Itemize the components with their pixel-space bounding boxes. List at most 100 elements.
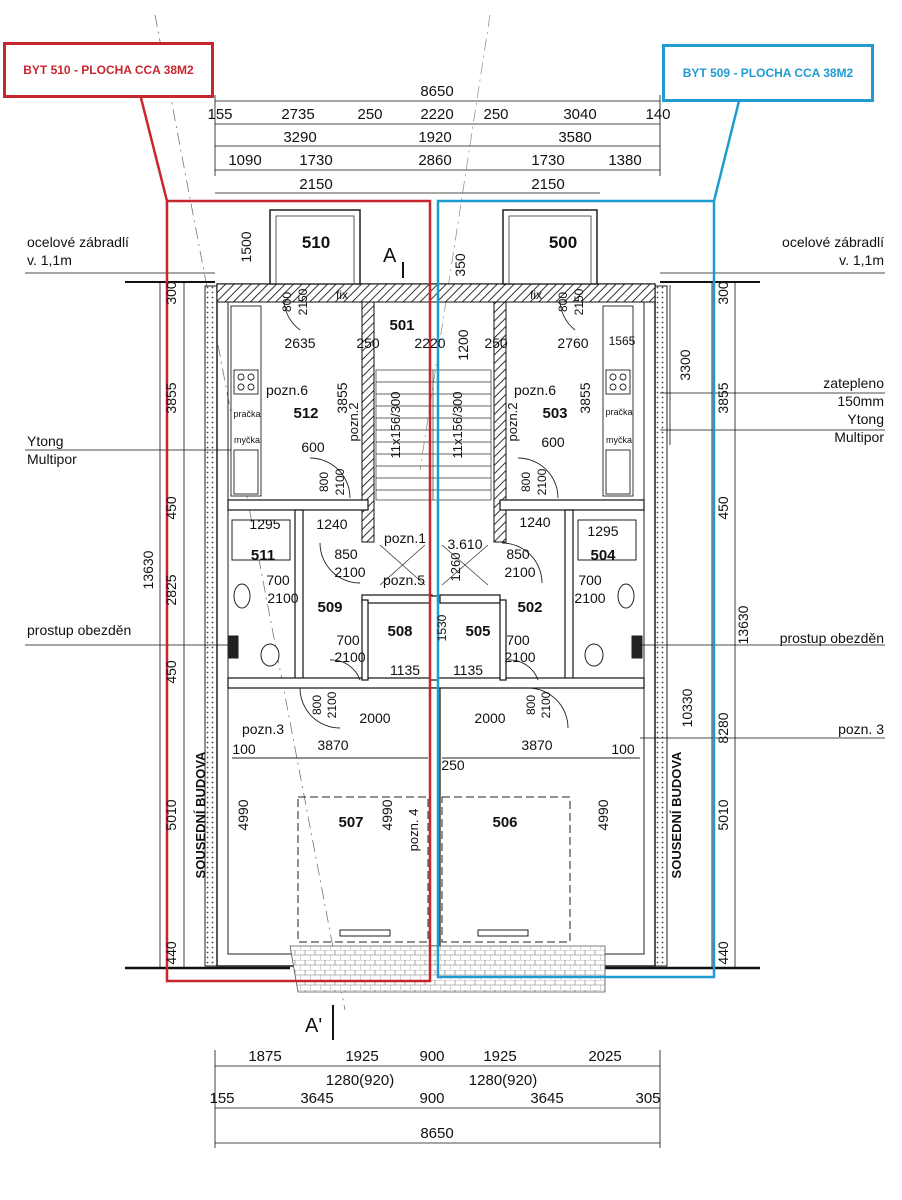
flat-title-right: BYT 509 - PLOCHA CCA 38M2 [662, 44, 874, 102]
room-509: 509 [317, 599, 342, 616]
insulation-note-right: zatepleno 150mm Ytong Multipor [823, 375, 884, 445]
section-mark-bottom: A' [305, 1015, 322, 1037]
dim-bottom-r1b: 1280(920) [326, 1072, 394, 1089]
room-501: 501 [389, 317, 414, 334]
label-washer: pračka [233, 409, 260, 419]
room-504: 504 [590, 547, 616, 564]
flat-callout-left [138, 93, 169, 202]
balcony-left [269, 209, 361, 285]
dim-left-seg: 2825 [163, 574, 179, 605]
dim-top-r3: 2860 [418, 152, 451, 169]
room-508: 508 [387, 623, 412, 640]
dim-left-seg: 450 [163, 496, 179, 520]
note-pozn2: pozn.2 [346, 402, 361, 441]
room-502: 502 [517, 599, 542, 616]
top-wall [216, 283, 656, 303]
note-pozn2: pozn.2 [505, 402, 520, 441]
dim-2150: 2150 [296, 288, 310, 315]
dim-right-seg: 3855 [715, 382, 731, 413]
dim-left-seg: 5010 [163, 799, 179, 830]
staircase [375, 369, 492, 586]
label-stairs: 11x156/300 [450, 392, 465, 459]
dim-top-total: 8650 [420, 83, 453, 100]
dim-2100: 2100 [504, 564, 535, 580]
dim-bottom-r2: 155 [209, 1090, 234, 1107]
dim-800: 800 [519, 472, 533, 492]
dim-100: 100 [611, 741, 635, 757]
dim-top-r3: 1730 [299, 152, 332, 169]
dim-left-total: 13630 [140, 550, 156, 589]
leader-lines [25, 272, 885, 739]
dim-right-seg: 450 [715, 496, 731, 520]
dim-800: 800 [310, 695, 324, 715]
flat-title-left: BYT 510 - PLOCHA CCA 38M2 [3, 42, 214, 98]
passage-note-right: prostup obezděn [779, 630, 884, 646]
dim-top-r1: 3040 [563, 106, 596, 123]
dim-2100: 2100 [325, 691, 339, 718]
entrance-paving [289, 945, 606, 993]
dim-left-seg: 450 [163, 660, 179, 684]
flat-outline-left [165, 199, 432, 983]
dim-top-r1: 250 [483, 106, 508, 123]
note-pozn4: pozn. 4 [406, 809, 421, 852]
dim-right-inner-top: 3300 [677, 349, 693, 380]
dim-top-r1: 250 [357, 106, 382, 123]
dim-top-r4: 2150 [299, 176, 332, 193]
dim-right-seg: 440 [715, 941, 731, 965]
railing-note-right: ocelové zábradlí v. 1,1m [782, 234, 884, 268]
section-mark-top: A [383, 245, 397, 267]
dim-2100: 2100 [267, 590, 298, 606]
room-500: 500 [549, 233, 577, 252]
railing-note-line: ocelové zábradlí [782, 234, 884, 250]
dim-bottom-r1b: 1280(920) [469, 1072, 537, 1089]
dim-top-r1: 140 [645, 106, 670, 123]
bathroom-fixtures [227, 519, 643, 667]
dim-right-total: 13630 [735, 605, 751, 644]
passage-note-left: prostup obezděn [27, 622, 132, 638]
dim-left-seg: 3855 [163, 382, 179, 413]
stair-wall-right [493, 301, 507, 543]
dim-4990: 4990 [595, 799, 611, 830]
dim-bottom-r1: 1875 [248, 1048, 281, 1065]
dim-top-r2: 1920 [418, 129, 451, 146]
dim-top-r4: 2150 [531, 176, 564, 193]
dim-right-seg: 300 [715, 281, 731, 305]
label-washer: pračka [605, 407, 632, 417]
insulation-note-line: zatepleno [823, 375, 884, 391]
dim-2100: 2100 [333, 468, 347, 495]
dim-2100: 2100 [334, 564, 365, 580]
dim-2100: 2100 [539, 691, 553, 718]
dim-3855: 3855 [577, 382, 593, 413]
dim-top-r2: 3580 [558, 129, 591, 146]
dim-top-r3: 1380 [608, 152, 641, 169]
dim-bottom-r2: 900 [419, 1090, 444, 1107]
dim-800: 800 [556, 292, 570, 312]
dim-350: 350 [452, 253, 468, 277]
note-pozn1: pozn.1 [384, 530, 426, 546]
label-stairs: 11x156/300 [388, 392, 403, 459]
dim-bottom-r2: 3645 [530, 1090, 563, 1107]
dim-2000: 2000 [359, 710, 390, 726]
dim-600: 600 [301, 439, 325, 455]
dim-2635: 2635 [284, 335, 315, 351]
dim-700: 700 [506, 632, 530, 648]
ytong-note-left: Ytong Multipor [27, 433, 77, 467]
dimension-lines-top [214, 95, 661, 194]
dim-1240: 1240 [316, 516, 347, 532]
dim-2000: 2000 [474, 710, 505, 726]
section-guide-line [154, 14, 346, 1011]
insulation-note-line: Multipor [834, 429, 884, 445]
dim-250: 250 [484, 335, 508, 351]
dim-600: 600 [541, 434, 565, 450]
dim-1135: 1135 [390, 662, 420, 678]
dim-3610: 3.610 [447, 536, 482, 552]
note-pozn6: pozn.6 [514, 382, 556, 398]
dim-2100: 2100 [574, 590, 605, 606]
dim-2760: 2760 [557, 335, 588, 351]
flat-outline-right [436, 199, 716, 979]
label-fix: fix [336, 288, 348, 302]
dim-250: 250 [356, 335, 380, 351]
dim-bottom-r1: 1925 [483, 1048, 516, 1065]
ytong-note-line: Multipor [27, 451, 77, 467]
note-pozn3: pozn.3 [242, 721, 284, 737]
